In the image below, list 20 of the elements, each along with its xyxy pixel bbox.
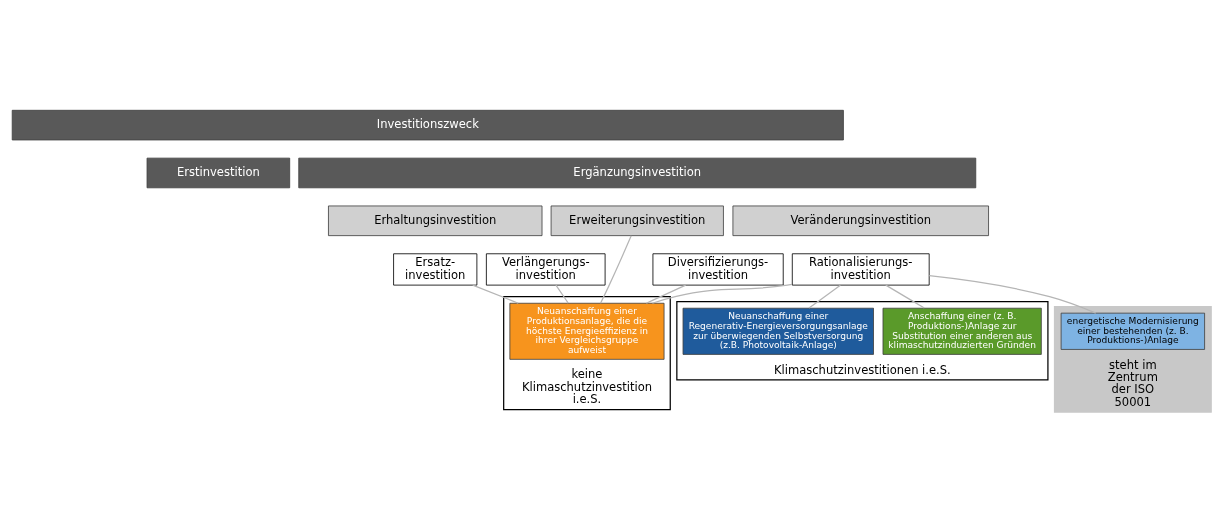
node-box: energetische Modernisierung einer bestehenden (z. B. Produktions-)Anlage bbox=[1060, 312, 1205, 350]
node-box: Erhaltungsinvestition bbox=[328, 205, 543, 237]
node-box: Ergänzungsinvestition bbox=[298, 157, 977, 189]
node-box: Neuanschaffung einer Produktionsanlage, die die höchste Energieeffizienz in ihrer Vergleichsgruppe aufweist bbox=[509, 302, 665, 360]
node-box: Diversifizierungs- investition bbox=[652, 253, 784, 286]
node-box: Neuanschaffung einer Regenerativ-Energieversorgungsanlage zur überwiegenden Selbstversorgung (z.B. Photovoltaik-Anlage) bbox=[682, 307, 874, 355]
connector bbox=[928, 275, 1097, 314]
connector bbox=[555, 284, 569, 304]
connector bbox=[645, 284, 687, 304]
node-box: Ersatz- investition bbox=[393, 253, 478, 286]
node-box: Veränderungsinvestition bbox=[732, 205, 989, 237]
node-box: Verlängerungs- investition bbox=[485, 253, 606, 286]
node-box: Rationalisierungs- investition bbox=[791, 253, 930, 286]
node-box: Investitionszweck bbox=[11, 109, 844, 141]
node-box: Erstinvestition bbox=[146, 157, 291, 189]
connector bbox=[599, 235, 632, 304]
node-box: Anschaffung einer (z. B. Produktions-)Anlage zur Substitution einer anderen aus klimaschutzinduzierten Gründen bbox=[882, 307, 1042, 355]
connector bbox=[651, 283, 793, 304]
connector bbox=[472, 284, 519, 304]
node-box: Erweiterungsinvestition bbox=[550, 205, 724, 237]
